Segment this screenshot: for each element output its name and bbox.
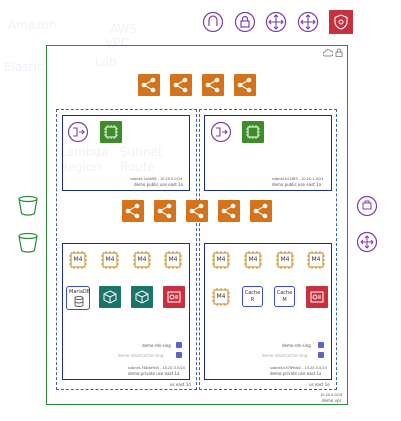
cache-type-label: R <box>250 297 255 303</box>
elasticache-node-icon[interactable] <box>131 286 153 308</box>
chip-label: M4 <box>248 256 258 263</box>
shield-icon[interactable] <box>329 10 353 34</box>
elasticache-node-icon[interactable] <box>99 286 121 308</box>
lambda-node-icon[interactable] <box>170 74 192 96</box>
ghost-label: Elastic <box>4 60 44 74</box>
ec2-instance-icon[interactable] <box>242 121 264 143</box>
lambda-node-icon[interactable] <box>138 74 160 96</box>
ghost-label: Lab <box>95 55 117 69</box>
availability-zone-box <box>199 109 337 390</box>
vpc-name-label: demo vpc <box>322 398 342 403</box>
chip-label: M4 <box>168 256 178 263</box>
subnet-id-label: subnet-b21f63 - 10.20.1.0/24 <box>272 177 324 181</box>
chip-label: M4 <box>280 256 290 263</box>
ghost-label: Lambda <box>60 145 109 159</box>
m4-instance-chip[interactable]: M4 <box>100 250 120 270</box>
chip-label: M4 <box>216 256 226 263</box>
m4-instance-chip[interactable]: M4 <box>211 287 231 307</box>
ghost-label: Amazon <box>8 18 57 32</box>
lambda-node-icon[interactable] <box>250 200 272 222</box>
private-subnet-box <box>204 243 332 380</box>
chip-label: M4 <box>73 256 83 263</box>
database-icon <box>74 296 84 307</box>
cache-label: demo-elasticache-sing <box>118 353 164 358</box>
ghost-label: AWS <box>110 22 138 36</box>
lambda-node-icon[interactable] <box>154 200 176 222</box>
s3-gateway-icon[interactable] <box>356 195 378 217</box>
public-subnet-box <box>204 115 332 191</box>
nat-gateway-icon[interactable] <box>67 121 89 143</box>
s3-bucket-icon[interactable] <box>16 231 40 255</box>
ec2-instance-icon[interactable] <box>100 121 122 143</box>
nat-gateway-icon[interactable] <box>210 121 232 143</box>
vpc-cidr-label: 10.20.0.0/16 <box>320 393 343 397</box>
security-node-icon[interactable] <box>163 286 185 308</box>
chip-label: M4 <box>311 256 321 263</box>
subnet-name-label: demo-private use east 1a <box>270 371 322 376</box>
cache-label: Cache <box>244 290 261 296</box>
m4-instance-chip[interactable]: M4 <box>132 250 152 270</box>
cache-type-label: M <box>282 297 287 303</box>
rds-label: demo-rds-sing <box>142 343 171 348</box>
subnet-id-label: subnet-76b4e9d4 - 10.20.3.0/24 <box>128 366 185 370</box>
availability-zone-label: us east 1d <box>170 382 191 387</box>
lambda-node-icon[interactable] <box>202 74 224 96</box>
rds-label: demo-rds-sing <box>282 343 311 348</box>
subnet-name-label: demo-private use east 1a <box>128 371 180 376</box>
cache-tag-icon <box>318 352 324 358</box>
vpc-endpoint-icon[interactable] <box>202 11 224 33</box>
availability-zone-label: us east 1e <box>309 382 330 387</box>
m4-instance-chip[interactable]: M4 <box>243 250 263 270</box>
lock-icon <box>335 48 343 57</box>
lock-icon[interactable] <box>234 11 256 33</box>
lambda-node-icon[interactable] <box>122 200 144 222</box>
cache-label: Cache <box>276 290 293 296</box>
m4-instance-chip[interactable]: M4 <box>306 250 326 270</box>
move-arrows-icon[interactable] <box>265 11 287 33</box>
rds-tag-icon <box>176 342 182 348</box>
availability-zone-box <box>56 109 197 390</box>
public-subnet-box <box>62 115 190 191</box>
s3-bucket-icon[interactable] <box>16 194 40 218</box>
ghost-label: VPC <box>105 36 129 50</box>
ghost-label: Subnet <box>120 145 163 159</box>
private-subnet-box <box>62 243 190 380</box>
mariadb-instance[interactable]: MariaDB <box>66 286 90 310</box>
m4-instance-chip[interactable]: M4 <box>163 250 183 270</box>
chip-label: M4 <box>137 256 147 263</box>
rds-tag-icon <box>318 342 324 348</box>
cache-tag-icon <box>176 352 182 358</box>
subnet-name-label: demo public use east 1a <box>272 182 322 187</box>
m4-instance-chip[interactable]: M4 <box>275 250 295 270</box>
vpc-box <box>46 45 348 405</box>
cache-r-instance[interactable]: Cache R <box>242 286 263 307</box>
ghost-label: Region <box>60 160 102 174</box>
lambda-node-icon[interactable] <box>218 200 240 222</box>
m4-instance-chip[interactable]: M4 <box>211 250 231 270</box>
router-icon[interactable] <box>356 231 378 253</box>
chip-label: M4 <box>105 256 115 263</box>
cache-label: demo-elasticache-sing <box>262 353 308 358</box>
cloud-icon <box>323 49 333 57</box>
subnet-id-label: subnet-1a3e98 - 10.20.0.0/24 <box>130 177 183 181</box>
subnet-name-label: demo public use east 1a <box>134 182 184 187</box>
chip-label: M4 <box>216 293 226 300</box>
ghost-label: Route <box>120 160 155 174</box>
subnet-id-label: subnet-b3769de2 - 10.20.4.0/24 <box>270 366 327 370</box>
lambda-node-icon[interactable] <box>186 200 208 222</box>
lambda-node-icon[interactable] <box>234 74 256 96</box>
m4-instance-chip[interactable]: M4 <box>68 250 88 270</box>
db-label: MariaDB <box>69 289 91 295</box>
move-arrows-icon[interactable] <box>297 11 319 33</box>
cache-m-instance[interactable]: Cache M <box>274 286 295 307</box>
security-node-icon[interactable] <box>306 286 328 308</box>
